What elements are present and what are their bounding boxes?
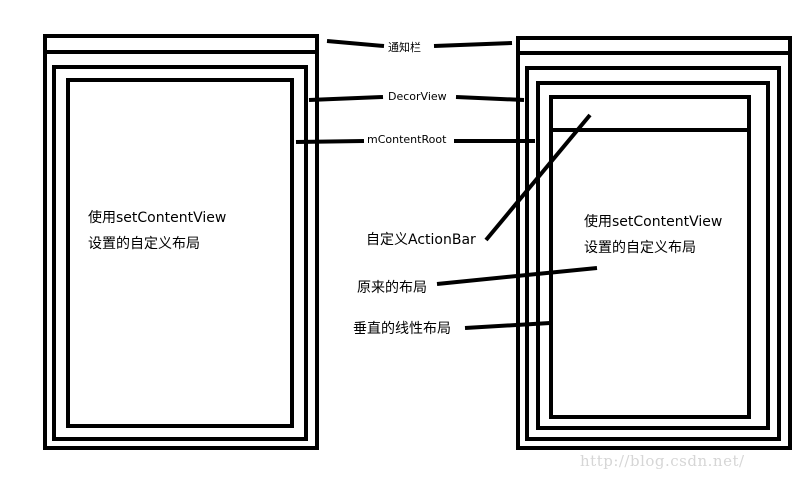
right-contentroot-box <box>536 81 770 430</box>
linear-layout-connector <box>464 321 551 330</box>
right-linear-layout-box <box>549 95 751 419</box>
left-contentroot-box <box>66 78 294 428</box>
decorview-connector-right <box>455 95 525 102</box>
left-decorview-box <box>52 65 308 441</box>
contentroot-connector-left <box>295 139 365 144</box>
notification-bar-connector-right <box>433 41 513 48</box>
notification-bar-connector-left <box>326 39 385 48</box>
right-content-text-line2: 设置的自定义布局 <box>584 240 696 256</box>
vertical-linear-layout-label: 垂直的线性布局 <box>353 321 451 337</box>
right-phone-frame <box>516 36 792 450</box>
left-phone-frame <box>43 34 319 450</box>
left-content-text-line1: 使用setContentView <box>88 210 227 226</box>
watermark-text: http://blog.csdn.net/ <box>580 452 745 470</box>
notification-bar-label: 通知栏 <box>386 39 423 55</box>
left-content-text-line2: 设置的自定义布局 <box>88 236 200 252</box>
contentroot-label: mContentRoot <box>365 133 449 146</box>
actionbar-connector <box>484 113 592 242</box>
original-layout-connector <box>436 266 598 286</box>
decorview-label: DecorView <box>386 90 449 103</box>
right-content-text-line1: 使用setContentView <box>584 214 723 230</box>
original-layout-label: 原来的布局 <box>357 280 427 296</box>
custom-actionbar-label: 自定义ActionBar <box>366 232 476 248</box>
decorview-connector-left <box>308 95 384 102</box>
right-decorview-box <box>525 66 781 441</box>
